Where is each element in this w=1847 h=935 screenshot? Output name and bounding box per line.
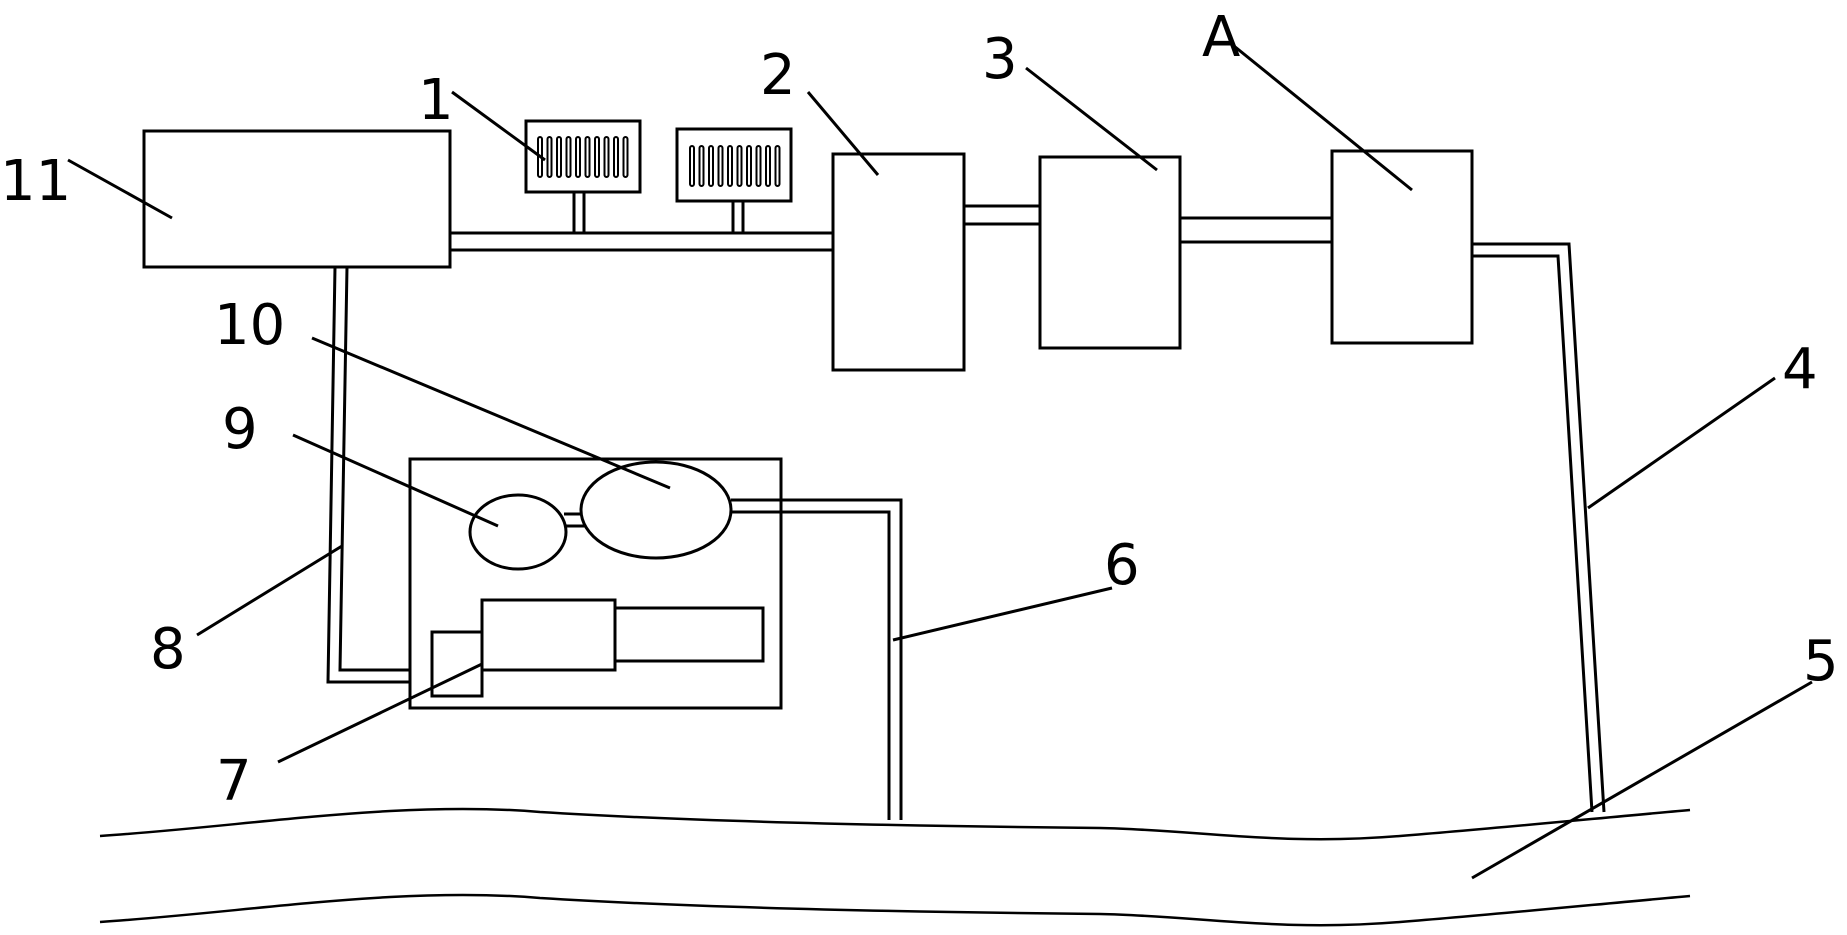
component-1-heatsink-left bbox=[524, 119, 642, 194]
heatsink-fin bbox=[565, 136, 572, 178]
label-10: 10 bbox=[214, 293, 285, 358]
heatsink-fin bbox=[603, 136, 610, 178]
label-3: 3 bbox=[982, 27, 1018, 92]
heatsink-fin bbox=[584, 136, 591, 178]
component-2-box bbox=[831, 152, 966, 372]
heatsink-fin bbox=[698, 145, 705, 187]
heatsink-fin bbox=[727, 145, 733, 187]
pipe-3-to-A bbox=[1180, 216, 1332, 244]
heatsink-fin bbox=[708, 145, 714, 187]
component-11-box bbox=[142, 129, 452, 269]
pipe-6 bbox=[731, 498, 903, 820]
component-1-heatsink-right bbox=[675, 127, 793, 203]
heatsink-fin bbox=[774, 145, 781, 187]
label-4: 4 bbox=[1782, 337, 1818, 402]
label-8: 8 bbox=[150, 617, 186, 682]
pipe-4 bbox=[1472, 242, 1606, 813]
motor-shaft bbox=[613, 606, 765, 663]
component-A-box bbox=[1330, 149, 1474, 345]
heatsink-stems bbox=[572, 192, 745, 233]
heatsink-fin bbox=[546, 136, 553, 178]
label-A: A bbox=[1202, 5, 1240, 70]
label-1: 1 bbox=[418, 68, 454, 133]
label-11: 11 bbox=[0, 149, 71, 214]
label-7: 7 bbox=[216, 749, 252, 814]
component-7-box bbox=[430, 630, 484, 698]
component-9-ellipse bbox=[468, 493, 568, 571]
heatsink-fin bbox=[717, 145, 724, 187]
pipe-2-to-3 bbox=[964, 204, 1040, 226]
heatsink-fin bbox=[594, 136, 600, 178]
heatsink-fin bbox=[746, 145, 752, 187]
main-pipe-11-to-2 bbox=[450, 231, 833, 252]
heatsink-fin bbox=[765, 145, 771, 187]
heatsink-fin bbox=[689, 145, 695, 187]
heatsink-fin bbox=[755, 145, 762, 187]
heatsink-fin bbox=[613, 136, 619, 178]
heatsink-fin bbox=[575, 136, 581, 178]
motor-body bbox=[480, 598, 617, 672]
ground-line-upper bbox=[99, 807, 1691, 841]
label-5: 5 bbox=[1803, 629, 1839, 694]
label-2: 2 bbox=[760, 43, 796, 108]
ground-line-lower bbox=[99, 893, 1691, 927]
component-3-box bbox=[1038, 155, 1182, 350]
label-9: 9 bbox=[222, 397, 258, 462]
leader-lines bbox=[67, 40, 1813, 880]
label-6: 6 bbox=[1104, 533, 1140, 598]
heatsink-fin bbox=[556, 136, 562, 178]
heatsink-fin bbox=[622, 136, 629, 178]
heatsink-fin bbox=[736, 145, 743, 187]
component-10-ellipse bbox=[579, 460, 733, 560]
